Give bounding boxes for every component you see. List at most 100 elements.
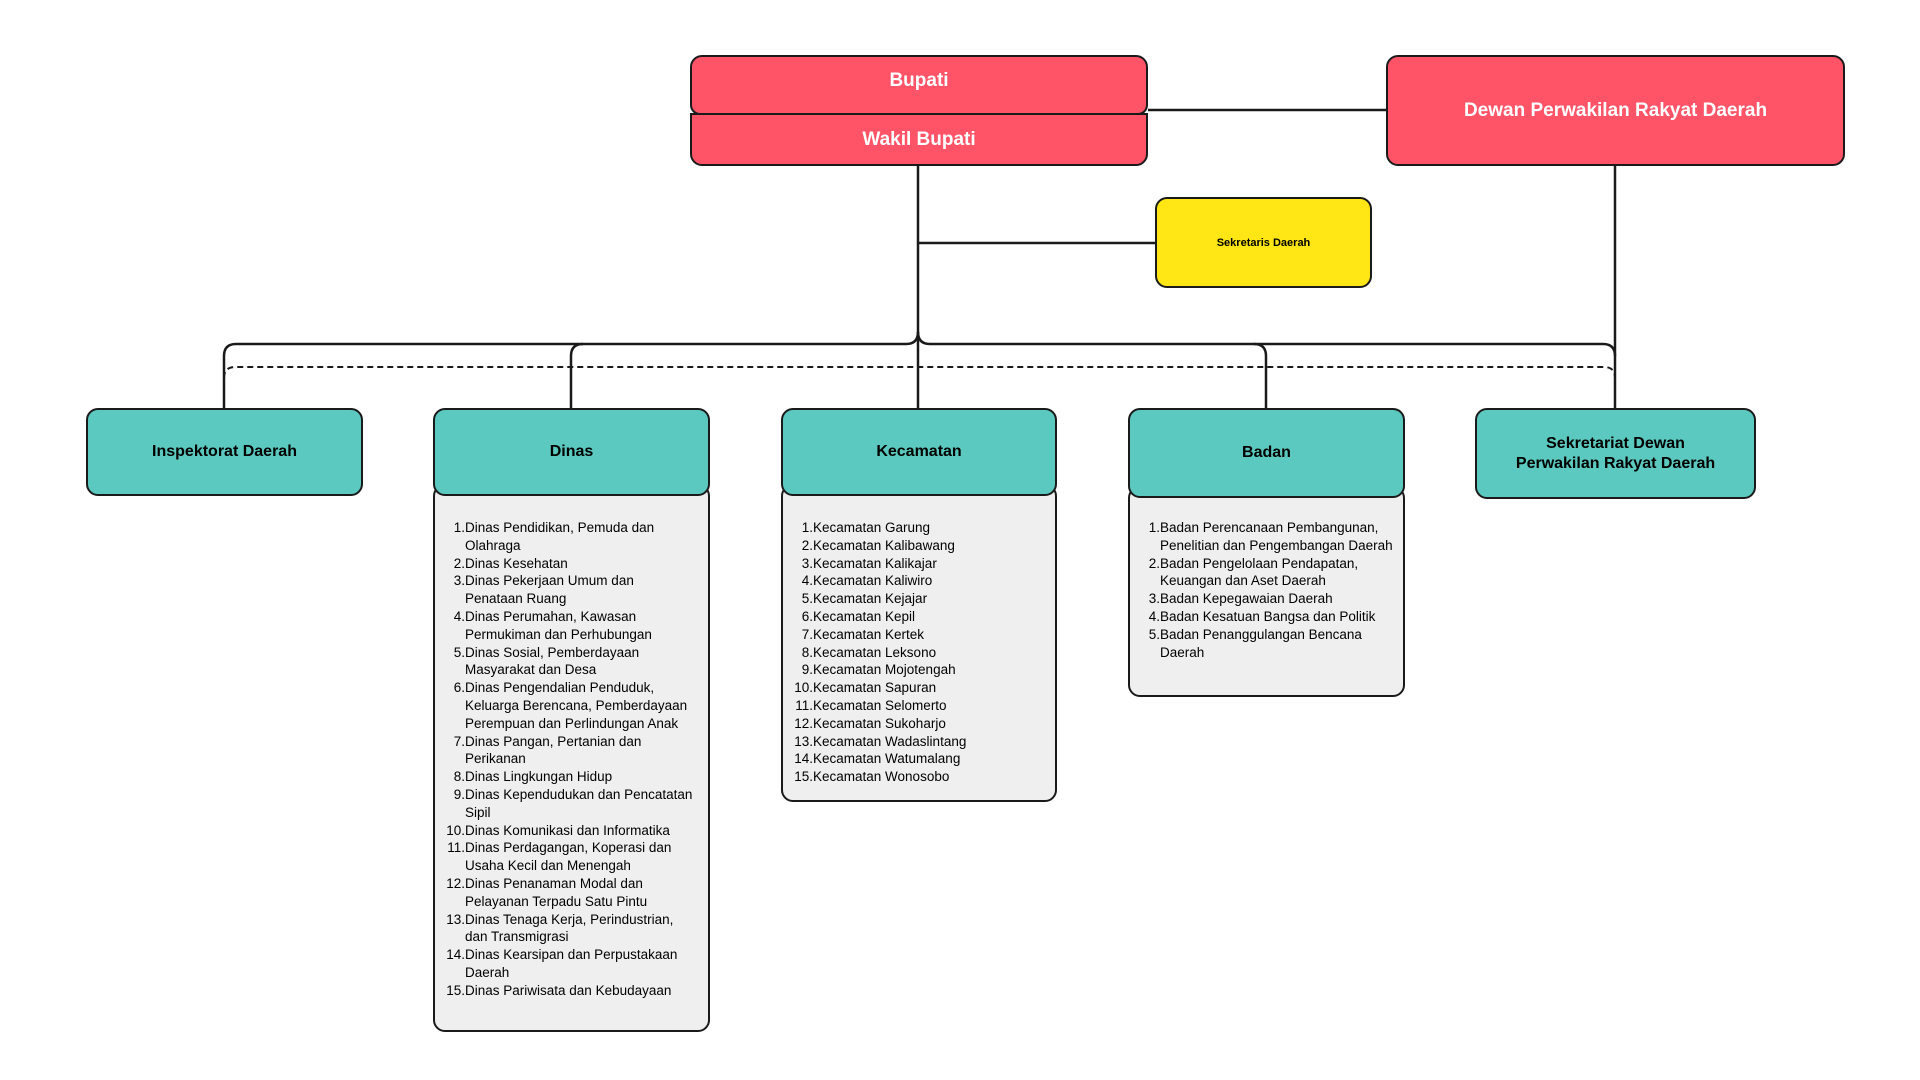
list-item-text: Dinas Pekerjaan Umum dan Penataan Ruang xyxy=(465,573,634,607)
list-item-number: 13. xyxy=(446,911,465,927)
list-item-text: Kecamatan Wadaslintang xyxy=(813,733,967,749)
badan-list: 1.Badan Perencanaan Pembangunan, Penelit… xyxy=(1140,519,1395,661)
sekretariat-dprd-label: Sekretariat Dewan Perwakilan Rakyat Daer… xyxy=(1515,434,1716,472)
list-item: 13.Kecamatan Wadaslintang xyxy=(793,733,1041,751)
sekretaris-daerah-label: Sekretaris Daerah xyxy=(1216,236,1311,249)
badan-label: Badan xyxy=(1242,444,1291,461)
list-item: 5.Badan Penanggulangan Bencana Daerah xyxy=(1140,626,1395,662)
list-item-text: Badan Kepegawaian Daerah xyxy=(1160,591,1333,607)
list-item: 8.Kecamatan Leksono xyxy=(793,644,1041,662)
list-item-text: Dinas Kependudukan dan Pencatatan Sipil xyxy=(465,786,693,820)
list-item-number: 15. xyxy=(794,769,813,785)
list-item-number: 4. xyxy=(453,608,465,624)
list-item: 14.Dinas Kearsipan dan Perpustakaan Daer… xyxy=(445,946,694,982)
wakil-bupati-label: Wakil Bupati xyxy=(862,128,976,150)
list-item-text: Kecamatan Kaliwiro xyxy=(813,573,933,589)
list-item: 7.Dinas Pangan, Pertanian dan Perikanan xyxy=(445,733,694,769)
list-item: 1.Dinas Pendidikan, Pemuda dan Olahraga xyxy=(445,519,694,555)
list-item: 12.Dinas Penanaman Modal dan Pelayanan T… xyxy=(445,875,694,911)
dprd-box: Dewan Perwakilan Rakyat Daerah xyxy=(1386,55,1845,166)
list-item-number: 1. xyxy=(801,520,813,535)
list-item: 2.Dinas Kesehatan xyxy=(445,555,694,573)
list-item-text: Dinas Pendidikan, Pemuda dan Olahraga xyxy=(465,520,655,553)
list-item: 15.Kecamatan Wonosobo xyxy=(793,768,1041,786)
list-item-text: Dinas Sosial, Pemberdayaan Masyarakat da… xyxy=(465,644,640,678)
list-item-number: 6. xyxy=(801,608,813,624)
list-item: 9.Kecamatan Mojotengah xyxy=(793,661,1041,679)
list-item-number: 15. xyxy=(446,982,465,998)
list-item-number: 5. xyxy=(453,644,465,660)
list-item-number: 3. xyxy=(801,555,813,571)
list-item-text: Kecamatan Garung xyxy=(813,520,931,535)
list-item: 2.Kecamatan Kalibawang xyxy=(793,537,1041,555)
list-item-text: Dinas Perdagangan, Koperasi dan Usaha Ke… xyxy=(465,840,672,874)
kecamatan-label: Kecamatan xyxy=(876,443,962,460)
list-item-text: Kecamatan Mojotengah xyxy=(813,662,956,678)
list-item: 4.Dinas Perumahan, Kawasan Permukiman da… xyxy=(445,608,694,644)
list-item: 8.Dinas Lingkungan Hidup xyxy=(445,768,694,786)
list-item: 7.Kecamatan Kertek xyxy=(793,626,1041,644)
list-item: 5.Dinas Sosial, Pemberdayaan Masyarakat … xyxy=(445,644,694,680)
badan-list-panel: 1.Badan Perencanaan Pembangunan, Penelit… xyxy=(1128,486,1405,697)
list-item: 3.Kecamatan Kalikajar xyxy=(793,555,1041,573)
sekretaris-daerah-box: Sekretaris Daerah xyxy=(1155,197,1372,288)
list-item-number: 10. xyxy=(794,680,813,696)
list-item-text: Kecamatan Kalibawang xyxy=(813,537,955,553)
list-item-number: 11. xyxy=(447,840,465,856)
list-item-number: 4. xyxy=(1148,608,1160,624)
dprd-label: Dewan Perwakilan Rakyat Daerah xyxy=(1463,99,1768,121)
dinas-label: Dinas xyxy=(549,443,594,460)
list-item-text: Dinas Pangan, Pertanian dan Perikanan xyxy=(465,733,642,767)
list-item-text: Kecamatan Kepil xyxy=(813,608,916,624)
list-item-text: Badan Pengelolaan Pendapatan, Keuangan d… xyxy=(1160,555,1359,589)
list-item: 4.Kecamatan Kaliwiro xyxy=(793,572,1041,590)
list-item-text: Dinas Perumahan, Kawasan Permukiman dan … xyxy=(465,608,652,642)
inspektorat-box: Inspektorat Daerah xyxy=(86,408,363,496)
list-item-text: Kecamatan Kalikajar xyxy=(813,555,937,571)
list-item-number: 8. xyxy=(801,644,813,660)
list-item-number: 14. xyxy=(446,947,465,963)
dinas-box: Dinas xyxy=(433,408,710,496)
list-item-text: Kecamatan Sukoharjo xyxy=(813,715,946,731)
list-item-number: 12. xyxy=(794,715,813,731)
list-item-number: 8. xyxy=(453,769,465,785)
list-item: 6.Kecamatan Kepil xyxy=(793,608,1041,626)
list-item-text: Kecamatan Sapuran xyxy=(813,680,937,696)
list-item-text: Dinas Pengendalian Penduduk, Keluarga Be… xyxy=(465,680,688,731)
list-item: 2.Badan Pengelolaan Pendapatan, Keuangan… xyxy=(1140,555,1395,591)
list-item: 12.Kecamatan Sukoharjo xyxy=(793,715,1041,733)
list-item-number: 10. xyxy=(446,822,465,838)
list-item: 13.Dinas Tenaga Kerja, Perindustrian, da… xyxy=(445,911,694,947)
inspektorat-label: Inspektorat Daerah xyxy=(152,443,297,460)
list-item: 11.Kecamatan Selomerto xyxy=(793,697,1041,715)
list-item: 3.Badan Kepegawaian Daerah xyxy=(1140,590,1395,608)
list-item-number: 1. xyxy=(453,520,465,535)
list-item-text: Dinas Lingkungan Hidup xyxy=(465,769,613,785)
list-item: 1.Kecamatan Garung xyxy=(793,519,1041,537)
list-item-text: Kecamatan Selomerto xyxy=(813,697,947,713)
bupati-box: Bupati xyxy=(690,55,1148,115)
list-item-text: Kecamatan Watumalang xyxy=(813,751,961,767)
list-item-text: Dinas Pariwisata dan Kebudayaan xyxy=(465,982,672,998)
list-item: 11.Dinas Perdagangan, Koperasi dan Usaha… xyxy=(445,839,694,875)
list-item-number: 3. xyxy=(453,573,465,589)
wakil-bupati-box: Wakil Bupati xyxy=(690,113,1148,166)
list-item-number: 2. xyxy=(801,537,813,553)
list-item: 15.Dinas Pariwisata dan Kebudayaan xyxy=(445,982,694,1000)
list-item: 10.Dinas Komunikasi dan Informatika xyxy=(445,822,694,840)
list-item-number: 12. xyxy=(446,875,465,891)
list-item-text: Kecamatan Kertek xyxy=(813,626,925,642)
list-item-number: 13. xyxy=(794,733,813,749)
list-item-text: Badan Perencanaan Pembangunan, Penelitia… xyxy=(1160,520,1393,553)
list-item: 10.Kecamatan Sapuran xyxy=(793,679,1041,697)
list-item: 5.Kecamatan Kejajar xyxy=(793,590,1041,608)
list-item-number: 2. xyxy=(453,555,465,571)
list-item-number: 4. xyxy=(801,573,813,589)
list-item: 3.Dinas Pekerjaan Umum dan Penataan Ruan… xyxy=(445,572,694,608)
list-item-number: 5. xyxy=(801,591,813,607)
